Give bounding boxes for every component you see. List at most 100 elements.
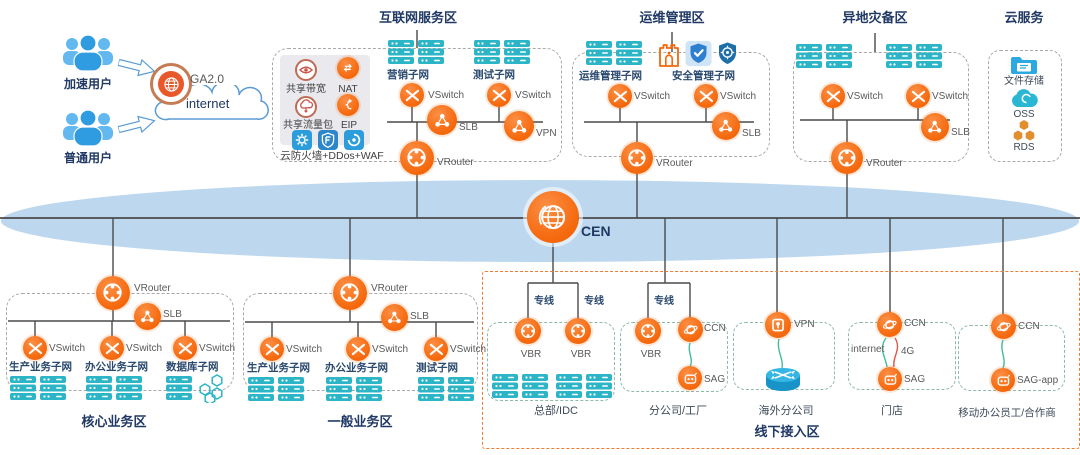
server-stack-icon xyxy=(504,40,530,64)
vrouter-label: VRouter xyxy=(656,158,693,169)
ccn-icon xyxy=(991,314,1016,339)
file-storage-label: 文件存储 xyxy=(1004,76,1044,87)
server-stack-icon xyxy=(356,377,382,401)
server-stack-icon xyxy=(916,44,942,68)
vbr-icon xyxy=(565,318,591,344)
arrow-accelerated-icon xyxy=(117,58,156,77)
zone-title-ops: 运维管理区 xyxy=(639,10,705,25)
zone-title-cloud: 云服务 xyxy=(1004,10,1044,25)
sag-app-label: SAG-app xyxy=(1017,375,1059,386)
vswitch-icon xyxy=(821,84,845,108)
server-stack-icon xyxy=(418,40,444,64)
zone-box-dr xyxy=(793,52,969,162)
vrouter-icon xyxy=(621,142,653,174)
ccn-label: CCN xyxy=(904,318,926,329)
zone-box-cloud xyxy=(988,50,1062,162)
eip-label: EIP xyxy=(340,120,358,131)
shield-target-icon xyxy=(719,42,736,64)
sag-icon xyxy=(878,367,902,391)
site-links xyxy=(688,337,1005,369)
vswitch-icon xyxy=(608,84,632,108)
normal-users-icon xyxy=(63,109,113,147)
zone-title-general: 一般业务区 xyxy=(327,414,393,429)
ga-icon xyxy=(150,63,192,105)
bastion-fort-icon xyxy=(659,44,679,67)
server-stack-icon xyxy=(388,40,414,64)
vrouter-label: VRouter xyxy=(371,283,408,294)
vswitch-icon xyxy=(346,337,370,361)
cen-label: CEN xyxy=(581,223,611,239)
vrouter-icon xyxy=(400,141,434,175)
zone-title-dr: 异地灾备区 xyxy=(842,10,908,25)
leased-line-label: 专线 xyxy=(584,296,604,307)
vbr-label: VBR xyxy=(570,349,592,360)
site-label-branch: 分公司/工厂 xyxy=(648,405,708,417)
server-stack-icon xyxy=(278,377,304,401)
vswitch-label: VSwitch xyxy=(932,91,969,102)
vrouter-label: VRouter xyxy=(437,157,474,168)
subnet-label-db: 数据库子网 xyxy=(166,361,219,373)
sag-app-icon xyxy=(991,368,1015,392)
vbr-icon xyxy=(515,318,541,344)
site-box-branch xyxy=(620,322,728,392)
ccn-label: CCN xyxy=(1018,321,1040,332)
vrouter-label: VRouter xyxy=(134,283,171,294)
server-stack-icon xyxy=(586,374,612,398)
shared-traffic-label: 共享流量包 xyxy=(283,120,333,131)
slb-icon xyxy=(921,113,949,141)
vswitch-label: VSwitch xyxy=(847,91,884,102)
server-stack-icon xyxy=(326,377,352,401)
vswitch-icon xyxy=(424,337,448,361)
server-stack-icon xyxy=(586,41,612,65)
cen-icon xyxy=(527,191,579,243)
slb-label: SLB xyxy=(951,127,970,138)
shared-bandwidth-label: 共享带宽 xyxy=(286,84,326,95)
vrouter-icon xyxy=(333,276,367,310)
normal-users-label: 普通用户 xyxy=(63,151,112,165)
oss-icon xyxy=(1012,89,1038,107)
vswitch-icon xyxy=(906,84,930,108)
vswitch-label: VSwitch xyxy=(450,344,487,355)
slb-label: SLB xyxy=(459,122,478,133)
site-label-mobile: 移动办公员工/合作商 xyxy=(958,407,1056,419)
vswitch-icon xyxy=(260,337,284,361)
rds-icon xyxy=(1013,120,1035,141)
slb-label: SLB xyxy=(742,128,761,139)
vrouter-icon xyxy=(96,276,130,310)
oss-label: OSS xyxy=(1013,109,1035,120)
shared-traffic-icon xyxy=(295,96,317,118)
internet-link-label: internet xyxy=(851,344,885,355)
ddos-shield-icon xyxy=(318,130,338,150)
eip-icon xyxy=(337,94,359,116)
server-stack-icon xyxy=(522,374,548,398)
site-box-store xyxy=(848,322,956,390)
rds-label: RDS xyxy=(1013,142,1035,153)
site-label-hq: 总部/IDC xyxy=(534,405,578,417)
subnet-label-test: 测试子网 xyxy=(473,69,515,81)
file-storage-icon xyxy=(1011,57,1037,74)
database-hexagon-cluster-icon xyxy=(199,374,223,403)
server-stack-icon xyxy=(796,44,822,68)
internet-label: internet xyxy=(186,96,230,111)
vbr-label: VBR xyxy=(520,349,542,360)
leased-line-label: 专线 xyxy=(534,296,554,307)
vbr-label: VBR xyxy=(640,349,662,360)
zone-title-core: 核心业务区 xyxy=(81,414,147,429)
ga-label: GA2.0 xyxy=(190,72,225,86)
accelerated-users-icon xyxy=(63,34,113,72)
slb-icon xyxy=(134,303,161,330)
ccn-icon xyxy=(877,312,902,337)
site-label-store: 门店 xyxy=(881,405,903,417)
zone-title-offline: 线下接入区 xyxy=(754,424,820,439)
vswitch-icon xyxy=(100,336,124,360)
site-label-overseas: 海外分公司 xyxy=(758,405,814,417)
server-stack-icon xyxy=(886,44,912,68)
subnet-label-office: 办公业务子网 xyxy=(85,361,148,373)
vbr-icon xyxy=(635,318,661,344)
slb-label: SLB xyxy=(163,309,182,320)
server-stack-icon xyxy=(248,377,274,401)
overseas-router-icon xyxy=(766,368,800,391)
ccn-icon xyxy=(678,317,703,342)
site-box-hq xyxy=(487,322,615,401)
slb-icon xyxy=(427,105,457,135)
